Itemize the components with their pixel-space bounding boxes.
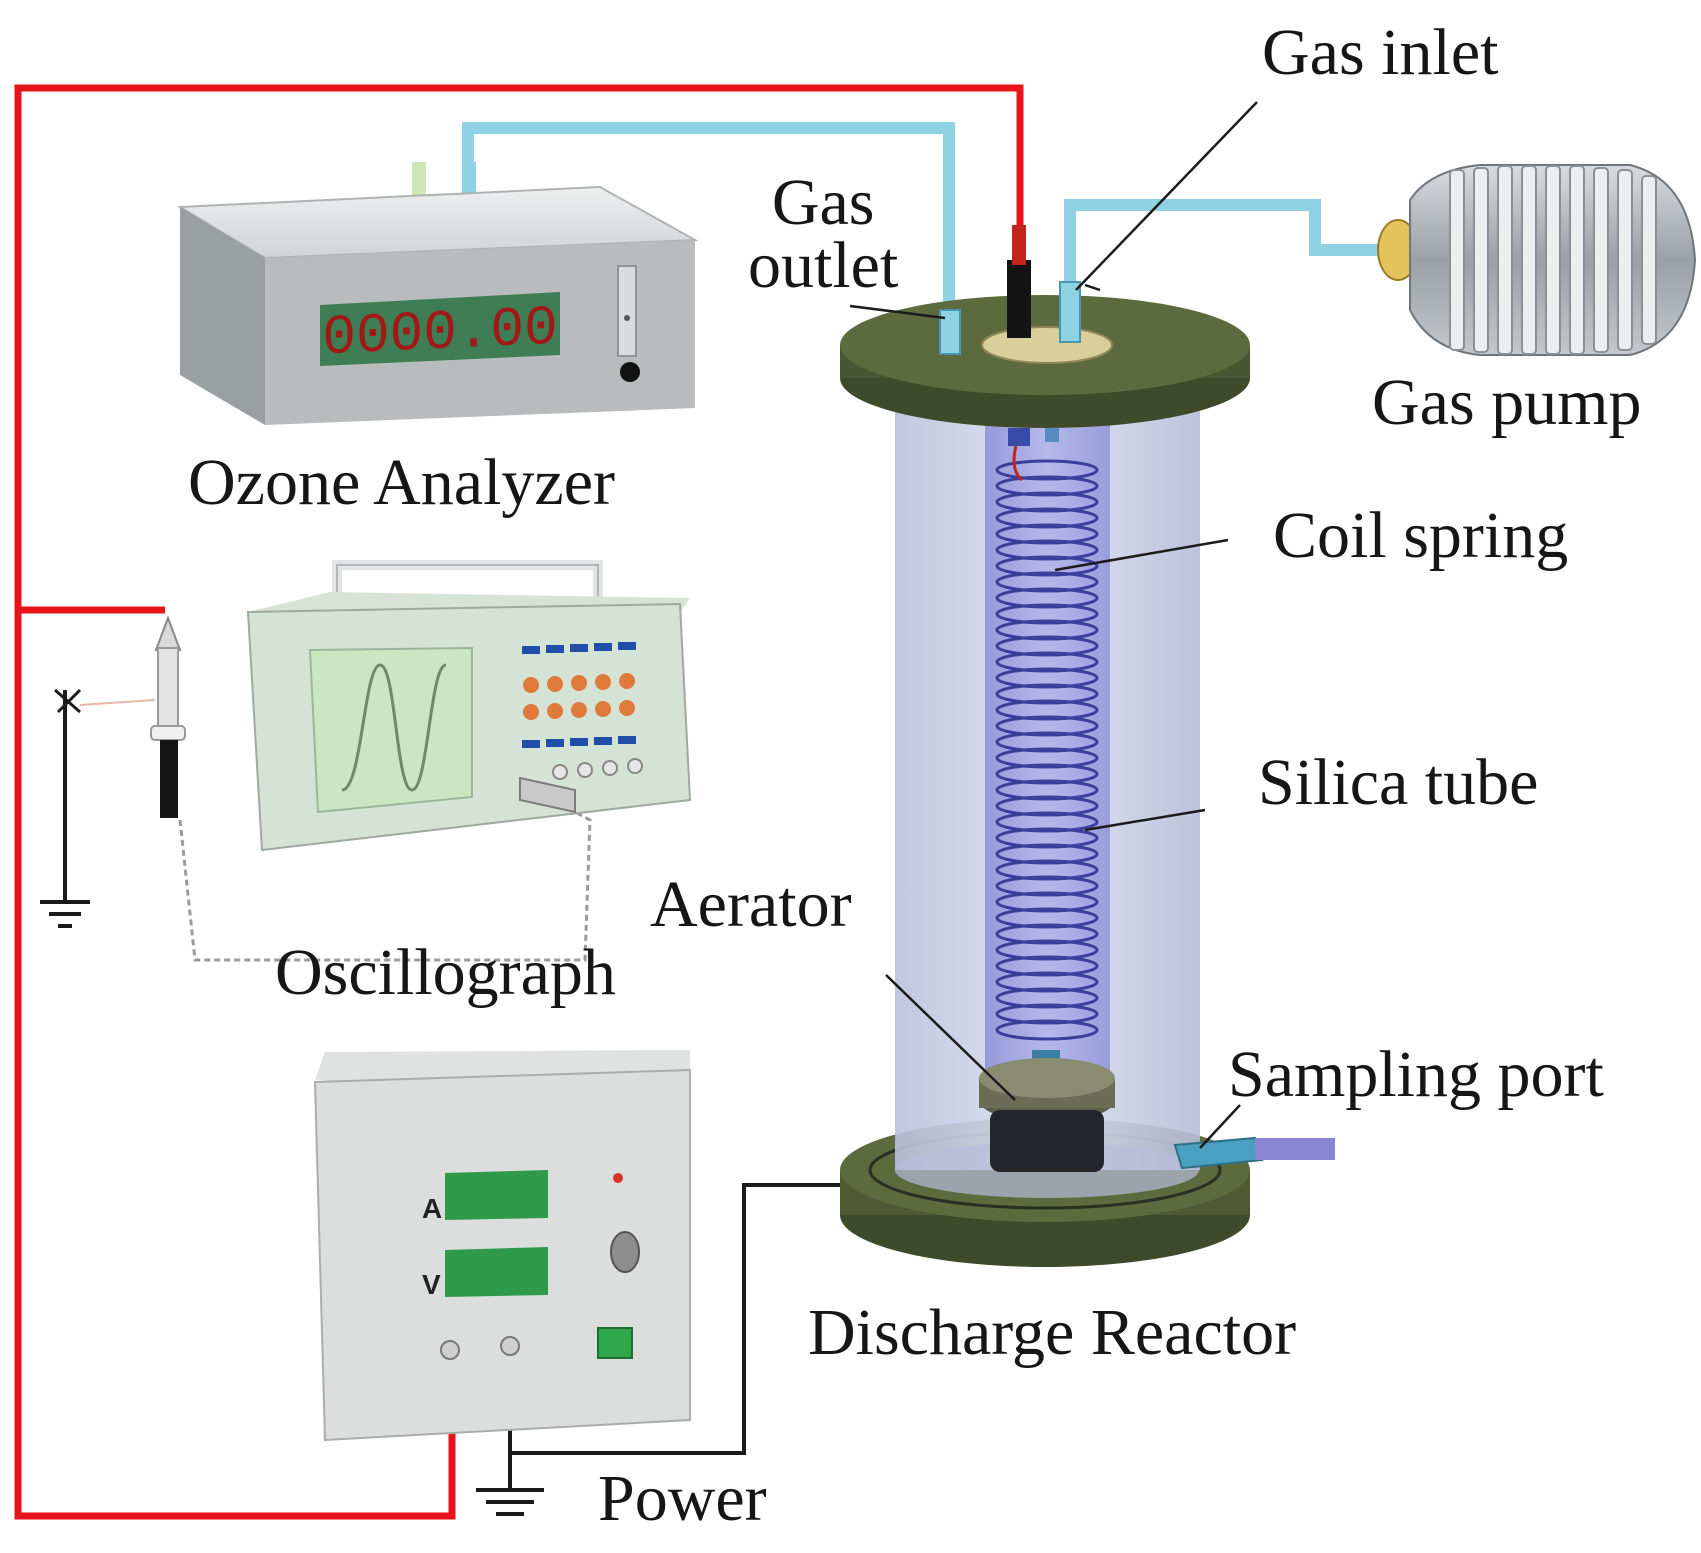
coil-turn — [995, 971, 1099, 993]
hv-connector — [1012, 225, 1026, 265]
coil-turn — [995, 731, 1099, 753]
gas-pump — [1377, 164, 1697, 356]
hv-electrode-rod — [1007, 260, 1031, 338]
label-discharge-reactor: Discharge Reactor — [808, 1296, 1297, 1369]
gas-tube — [462, 122, 1385, 318]
probe-connector — [519, 776, 576, 814]
coil-turn — [995, 987, 1099, 1009]
leader-lines — [849, 101, 1258, 1149]
coil-turn — [995, 699, 1099, 721]
sampling-port-tube — [1255, 1138, 1335, 1160]
coil-spring — [995, 459, 1099, 1041]
analyzer-knob-icon — [620, 362, 640, 382]
coil-spring-leader — [1054, 538, 1229, 572]
ozone-lcd-screen — [320, 292, 560, 366]
coil-turn — [995, 523, 1099, 545]
gas-inlet-leader — [1075, 101, 1258, 291]
coil-turn — [995, 571, 1099, 593]
coil-turn — [995, 1019, 1099, 1041]
label-ozone-analyzer: Ozone Analyzer — [188, 446, 615, 519]
label-aerator: Aerator — [650, 868, 852, 941]
coil-turn — [995, 635, 1099, 657]
negative-terminal — [500, 1336, 520, 1356]
label-gas-pump: Gas pump — [1372, 366, 1642, 439]
voltage-knob-icon — [610, 1231, 640, 1273]
ozone-display-value: 0000.00 — [322, 296, 557, 371]
voltmeter-lcd — [445, 1247, 548, 1297]
coil-turn — [995, 955, 1099, 977]
probe-clip-lead — [79, 699, 156, 706]
ammeter-lcd — [445, 1170, 548, 1220]
coil-turn — [995, 747, 1099, 769]
coil-turn — [995, 891, 1099, 913]
coil-turn — [995, 539, 1099, 561]
coil-turn — [995, 491, 1099, 513]
gas-outlet-port — [939, 309, 961, 355]
coil-turn — [995, 779, 1099, 801]
silica-tube-leader — [1084, 808, 1206, 832]
coil-turn — [995, 907, 1099, 929]
flowmeter-icon — [617, 265, 637, 357]
oscilloscope-screen — [308, 646, 473, 814]
aerator-leader — [885, 974, 1016, 1101]
coil-turn — [995, 811, 1099, 833]
coil-turn — [995, 667, 1099, 689]
voltage-label: V — [422, 1269, 441, 1300]
coil-turn — [995, 651, 1099, 673]
ozone-analyzer — [176, 162, 699, 425]
label-sampling-port: Sampling port — [1228, 1038, 1604, 1111]
button-row-top — [522, 642, 636, 654]
power-led-icon — [613, 1173, 623, 1183]
sampling-port-leader — [1199, 1104, 1241, 1149]
discharge-reactor — [840, 225, 1335, 1267]
probe-ground — [40, 688, 90, 928]
coil-turn — [995, 843, 1099, 865]
coil-turn — [995, 475, 1099, 497]
coil-turn — [995, 763, 1099, 785]
coil-turn — [995, 923, 1099, 945]
cooling-fins — [1449, 165, 1657, 355]
hv-probe — [150, 615, 186, 818]
knob-grid — [523, 673, 635, 720]
coil-turn — [995, 875, 1099, 897]
label-gas-outlet: Gas outlet — [748, 166, 899, 302]
button-row-bottom — [522, 736, 636, 748]
power-wire — [14, 84, 1024, 1520]
input-connectors — [552, 758, 643, 780]
coil-turn — [995, 859, 1099, 881]
label-gas-inlet: Gas inlet — [1262, 16, 1499, 89]
label-power: Power — [598, 1462, 767, 1535]
oscillograph — [246, 560, 692, 852]
electrode-holder — [981, 326, 1113, 364]
coil-turn — [995, 459, 1099, 481]
coil-turn — [995, 939, 1099, 961]
coil-turn — [995, 555, 1099, 577]
aerator-stone — [990, 1110, 1104, 1172]
current-label: A — [422, 1193, 442, 1224]
coil-turn — [995, 795, 1099, 817]
coil-turn — [995, 715, 1099, 737]
coil-turn — [995, 683, 1099, 705]
gas-inlet-port — [1059, 281, 1081, 343]
label-oscillograph: Oscillograph — [275, 936, 616, 1009]
coil-turn — [995, 827, 1099, 849]
waveform-icon — [341, 663, 447, 792]
power-switch-button — [597, 1327, 633, 1359]
probe-cable — [178, 810, 592, 962]
coil-turn — [995, 587, 1099, 609]
coil-turn — [995, 619, 1099, 641]
coil-turn — [995, 507, 1099, 529]
label-silica-tube: Silica tube — [1258, 746, 1539, 819]
coil-turn — [995, 1003, 1099, 1025]
gas-outlet-leader — [849, 304, 946, 320]
coil-turn — [995, 603, 1099, 625]
label-coil-spring: Coil spring — [1273, 499, 1569, 572]
positive-terminal — [440, 1340, 460, 1360]
power-supply — [313, 1050, 691, 1442]
